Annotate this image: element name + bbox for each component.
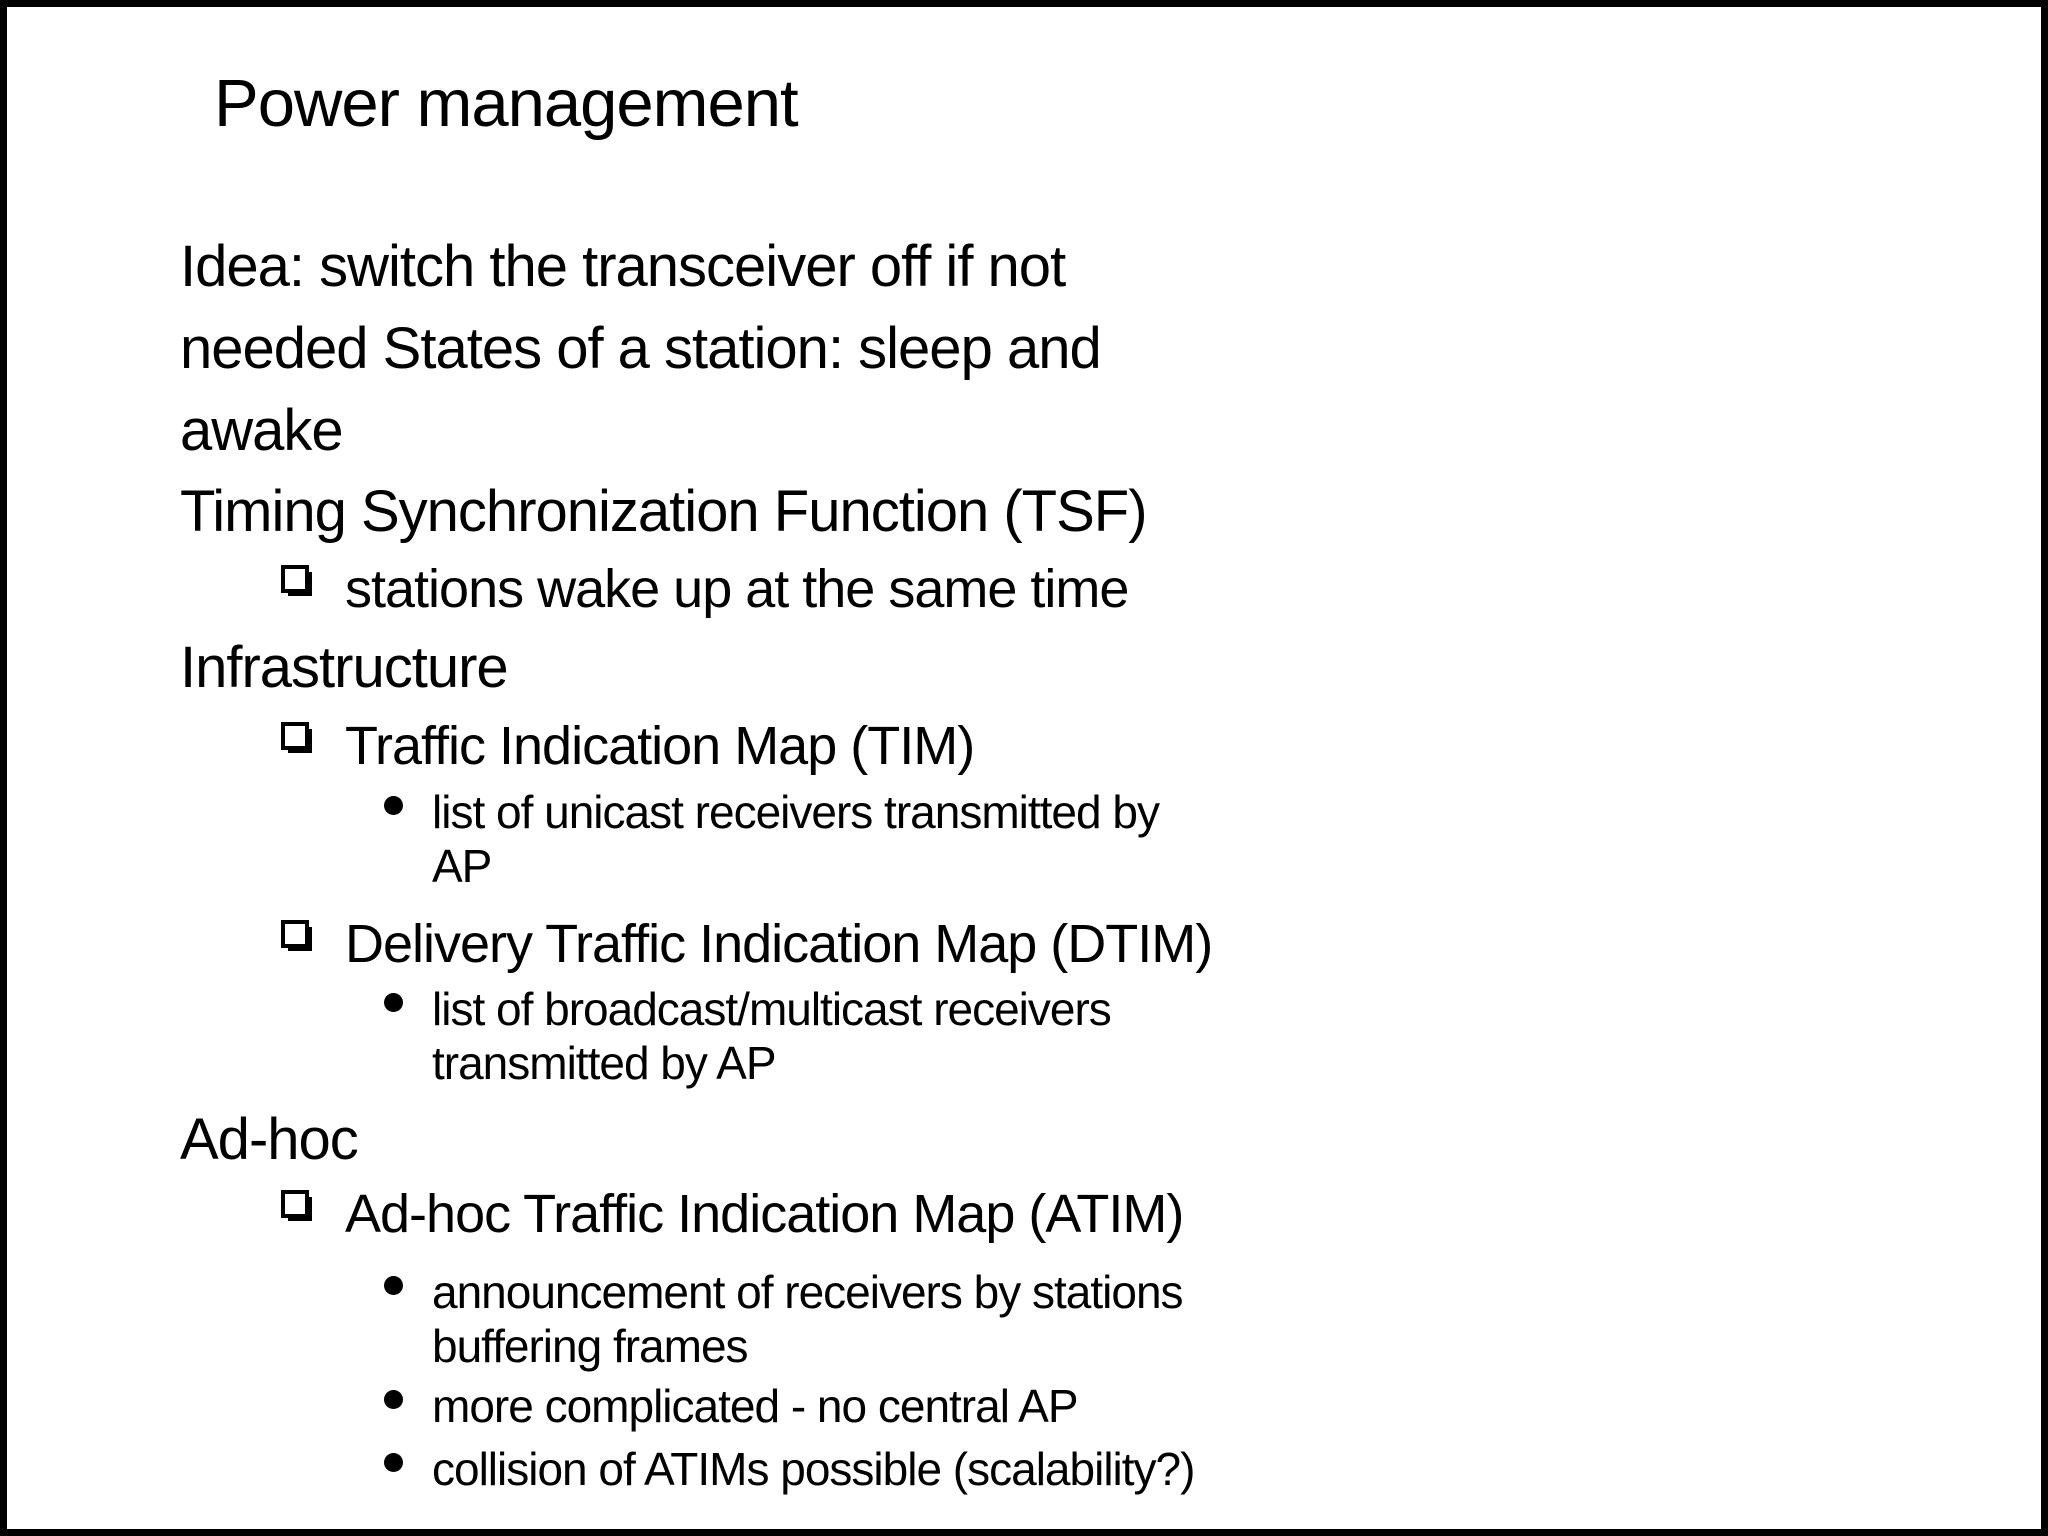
list-item-line: Traffic Indication Map (TIM) bbox=[345, 716, 975, 776]
list-item-line: collision of ATIMs possible (scalability… bbox=[432, 1443, 1195, 1495]
list-item-line: awake bbox=[180, 398, 344, 463]
list-item-line: transmitted by AP bbox=[432, 1037, 777, 1089]
list-item-line: buffering frames bbox=[432, 1320, 749, 1372]
list-item-line: Ad-hoc Traffic Indication Map (ATIM) bbox=[345, 1184, 1184, 1244]
slide-title: Power management bbox=[214, 66, 799, 141]
list-item: Timing Synchronization Function (TSF) bbox=[0, 471, 2048, 553]
list-item-line: more complicated - no central AP bbox=[432, 1380, 1079, 1432]
list-item: Infrastructure bbox=[0, 627, 2048, 709]
list-item-line: stations wake up at the same time bbox=[345, 559, 1129, 619]
list-item-line: needed States of a station: sleep and bbox=[180, 316, 1102, 381]
list-item-line: Idea: switch the transceiver off if not bbox=[180, 234, 1066, 299]
disc-bullet-icon bbox=[384, 796, 403, 815]
list-item-line: announcement of receivers by stations bbox=[432, 1266, 1184, 1318]
disc-bullet-icon bbox=[384, 1390, 403, 1409]
list-item: Idea: switch the transceiver off if not n… bbox=[0, 226, 2048, 472]
square-bullet-icon bbox=[281, 565, 309, 593]
square-bullet-icon bbox=[281, 920, 309, 948]
list-item: collision of ATIMs possible (scalability… bbox=[0, 1442, 2048, 1496]
list-item: Ad-hoc Traffic Indication Map (ATIM) bbox=[0, 1176, 2048, 1253]
disc-bullet-icon bbox=[384, 1276, 403, 1295]
list-item-line: Infrastructure bbox=[180, 635, 509, 700]
list-item-line: list of broadcast/multicast receivers bbox=[432, 983, 1112, 1035]
list-item-line: AP bbox=[432, 840, 492, 892]
list-item: list of unicast receivers transmitted by… bbox=[0, 785, 2048, 893]
list-item: more complicated - no central AP bbox=[0, 1379, 2048, 1433]
list-item-line: Timing Synchronization Function (TSF) bbox=[180, 479, 1148, 544]
disc-bullet-icon bbox=[384, 993, 403, 1012]
list-item: Traffic Indication Map (TIM) bbox=[0, 708, 2048, 785]
list-item-line: Delivery Traffic Indication Map (DTIM) bbox=[345, 914, 1213, 974]
list-item: stations wake up at the same time bbox=[0, 551, 2048, 628]
disc-bullet-icon bbox=[384, 1453, 403, 1472]
list-item-line: list of unicast receivers transmitted by bbox=[432, 786, 1160, 838]
square-bullet-icon bbox=[281, 1190, 309, 1218]
list-item: Ad-hoc bbox=[0, 1099, 2048, 1181]
list-item-line: Ad-hoc bbox=[180, 1107, 359, 1172]
list-item: Delivery Traffic Indication Map (DTIM) bbox=[0, 906, 2048, 983]
square-bullet-icon bbox=[281, 722, 309, 750]
